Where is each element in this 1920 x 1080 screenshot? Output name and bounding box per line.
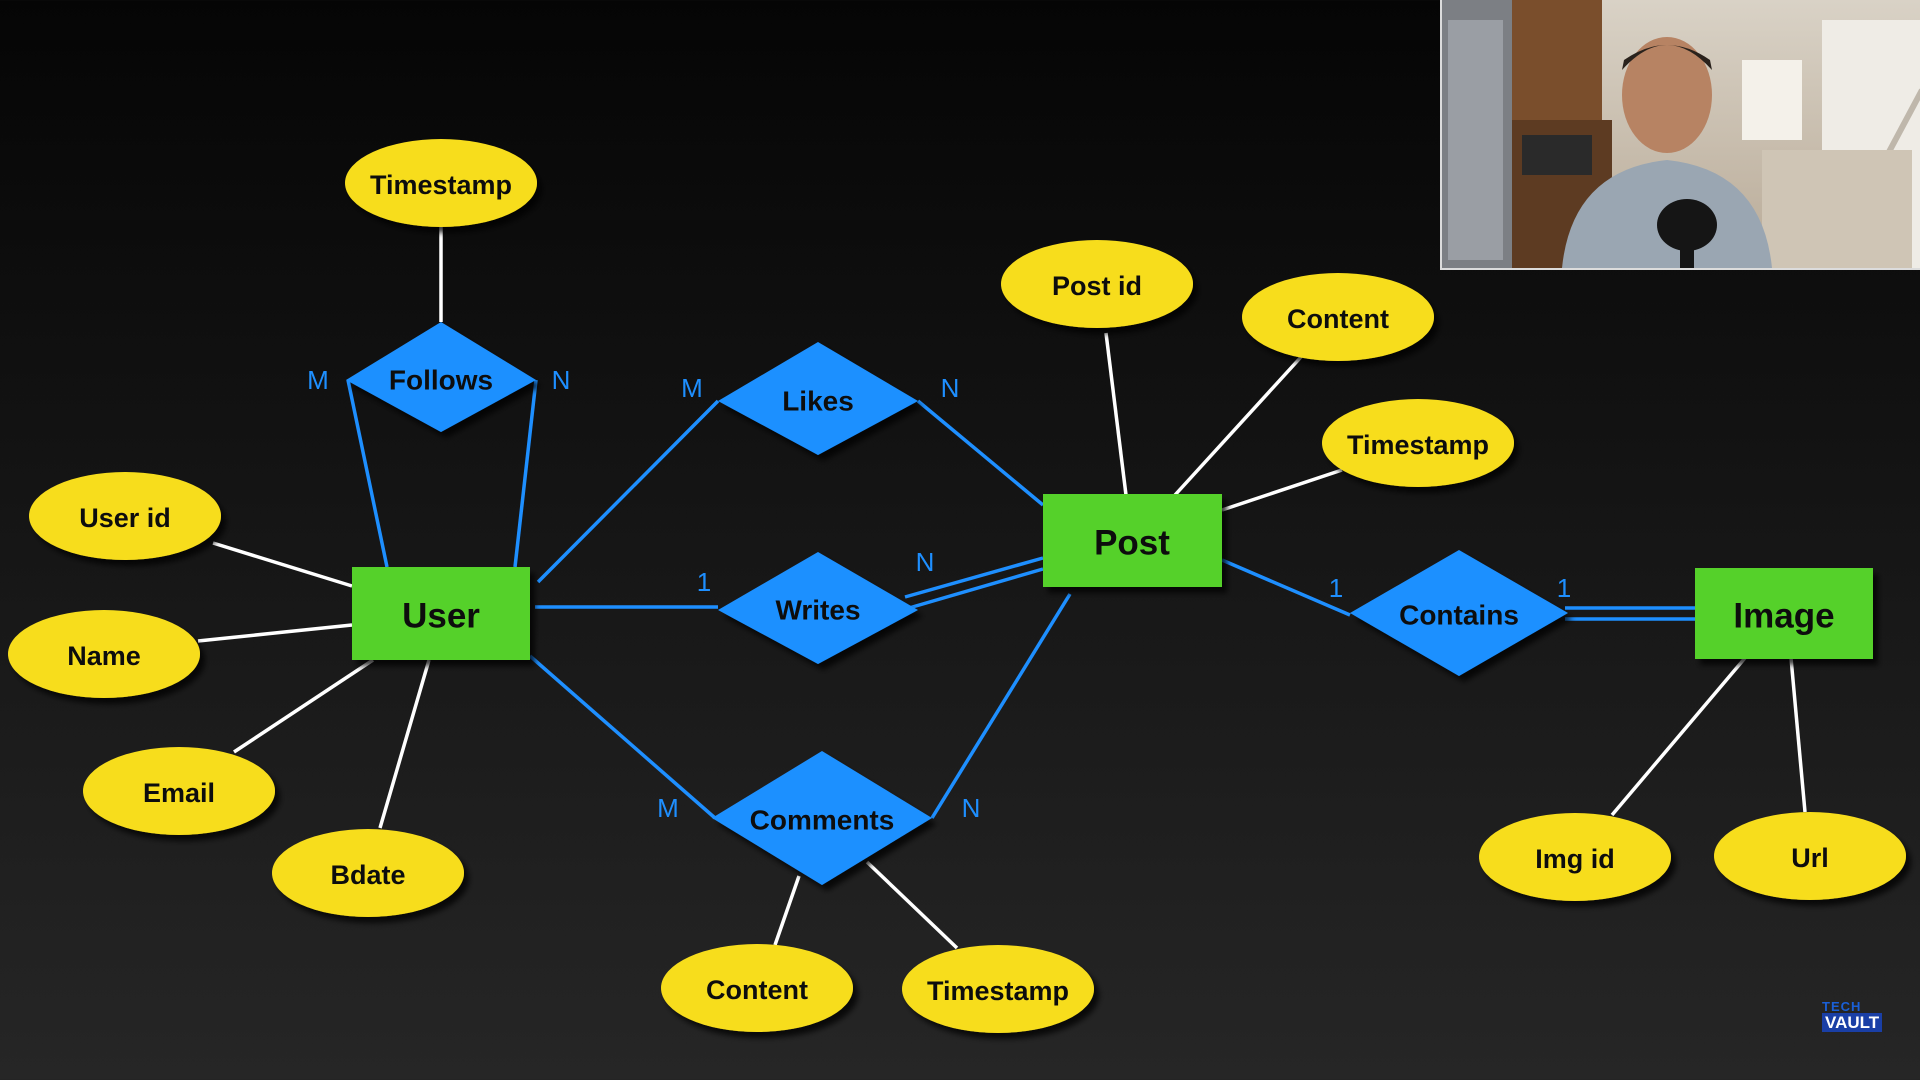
line-comments-post bbox=[930, 593, 1072, 819]
line-user-email bbox=[233, 658, 374, 754]
attribute-follows-timestamp: Timestamp bbox=[345, 139, 537, 227]
line-writes-post-2 bbox=[908, 567, 1044, 610]
cardinality-writes-left: 1 bbox=[697, 567, 711, 597]
line-user-likes bbox=[536, 399, 720, 584]
entity-image-box bbox=[1695, 568, 1873, 659]
relationship-contains-label: Contains bbox=[1399, 600, 1519, 631]
cardinality-writes-right: N bbox=[916, 547, 935, 577]
attribute-user-name-label: Name bbox=[67, 641, 141, 671]
attribute-post-id: Post id bbox=[1001, 240, 1193, 328]
entity-post-box bbox=[1043, 494, 1222, 587]
attribute-post-content: Content bbox=[1242, 273, 1434, 361]
line-user-name bbox=[197, 623, 353, 643]
entity-user: User bbox=[352, 567, 530, 660]
cardinality-likes-right: N bbox=[941, 373, 960, 403]
line-post-contains bbox=[1221, 558, 1351, 617]
line-user-follows-left bbox=[346, 379, 389, 568]
relationship-comments-label: Comments bbox=[750, 805, 895, 836]
cardinality-contains-right: 1 bbox=[1557, 573, 1571, 603]
attribute-post-id-label: Post id bbox=[1052, 271, 1142, 301]
attribute-user-email-ellipse bbox=[83, 747, 275, 835]
cardinality-comments-right: N bbox=[962, 793, 981, 823]
cardinality-contains-left: 1 bbox=[1329, 573, 1343, 603]
attribute-image-id-ellipse bbox=[1479, 813, 1671, 901]
attribute-comment-timestamp-ellipse bbox=[902, 945, 1094, 1033]
entity-user-label: User bbox=[402, 597, 480, 636]
relationship-follows-label: Follows bbox=[389, 365, 493, 396]
line-user-comments bbox=[528, 654, 717, 820]
line-image-url bbox=[1789, 657, 1807, 813]
attribute-user-bdate: Bdate bbox=[272, 829, 464, 917]
line-post-timestamp bbox=[1221, 468, 1343, 512]
entity-post: Post bbox=[1043, 494, 1222, 587]
attribute-comment-timestamp: Timestamp bbox=[902, 945, 1094, 1033]
line-writes-post-1 bbox=[904, 556, 1044, 599]
cardinality-follows-left: M bbox=[307, 365, 329, 395]
attribute-user-id-ellipse bbox=[29, 472, 221, 560]
entity-post-label: Post bbox=[1094, 524, 1170, 563]
line-comments-content bbox=[773, 875, 801, 946]
attribute-post-content-label: Content bbox=[1287, 304, 1389, 334]
attribute-image-url-label: Url bbox=[1791, 843, 1829, 873]
relationship-comments-diamond bbox=[712, 751, 932, 885]
line-post-postid bbox=[1104, 332, 1128, 496]
cardinality-likes-left: M bbox=[681, 373, 703, 403]
attribute-user-id: User id bbox=[29, 472, 221, 560]
attribute-image-url-ellipse bbox=[1714, 812, 1906, 900]
attribute-post-timestamp-label: Timestamp bbox=[1347, 430, 1489, 460]
channel-logo-bottom: VAULT bbox=[1822, 1013, 1883, 1032]
line-user-userid bbox=[212, 541, 353, 588]
presenter-video bbox=[1442, 0, 1920, 268]
line-likes-post bbox=[916, 399, 1045, 507]
relationship-writes-label: Writes bbox=[775, 595, 860, 626]
line-user-bdate bbox=[378, 659, 431, 829]
relationship-follows: Follows bbox=[346, 322, 536, 432]
attribute-post-timestamp-ellipse bbox=[1322, 399, 1514, 487]
relationship-follows-diamond bbox=[346, 322, 536, 432]
attribute-post-id-ellipse bbox=[1001, 240, 1193, 328]
connector-lines bbox=[197, 227, 1807, 950]
relationship-contains: Contains bbox=[1350, 550, 1568, 676]
attribute-user-bdate-ellipse bbox=[272, 829, 464, 917]
relationship-likes: Likes bbox=[718, 342, 918, 455]
attribute-image-id: Img id bbox=[1479, 813, 1671, 901]
cardinality-follows-right: N bbox=[552, 365, 571, 395]
attribute-follows-timestamp-ellipse bbox=[345, 139, 537, 227]
line-post-content bbox=[1173, 355, 1303, 497]
relationship-contains-diamond bbox=[1350, 550, 1568, 676]
line-image-imgid bbox=[1610, 656, 1747, 817]
cardinality-comments-left: M bbox=[657, 793, 679, 823]
attribute-user-email: Email bbox=[83, 747, 275, 835]
line-user-follows-right bbox=[513, 379, 538, 568]
relationship-writes: Writes bbox=[718, 552, 918, 664]
relationship-comments: Comments bbox=[712, 751, 932, 885]
relationship-writes-diamond bbox=[718, 552, 918, 664]
attribute-user-bdate-label: Bdate bbox=[330, 860, 405, 890]
attribute-image-id-label: Img id bbox=[1535, 844, 1615, 874]
relationship-likes-label: Likes bbox=[782, 386, 854, 417]
cardinality-labels: M N M N 1 N M N 1 1 bbox=[307, 365, 1571, 823]
attribute-comment-content-ellipse bbox=[661, 944, 853, 1032]
channel-logo: TECH VAULT bbox=[1822, 1000, 1894, 1032]
attribute-user-email-label: Email bbox=[143, 778, 215, 808]
line-comments-timestamp bbox=[865, 860, 959, 950]
attribute-comment-timestamp-label: Timestamp bbox=[927, 976, 1069, 1006]
attribute-user-name-ellipse bbox=[8, 610, 200, 698]
channel-logo-top: TECH bbox=[1822, 999, 1862, 1014]
entity-image-label: Image bbox=[1733, 597, 1834, 636]
webcam-overlay bbox=[1440, 0, 1920, 270]
entity-image: Image bbox=[1695, 568, 1873, 659]
entity-user-box bbox=[352, 567, 530, 660]
attribute-post-timestamp: Timestamp bbox=[1322, 399, 1514, 487]
attribute-image-url: Url bbox=[1714, 812, 1906, 900]
attribute-follows-timestamp-label: Timestamp bbox=[370, 170, 512, 200]
relationship-likes-diamond bbox=[718, 342, 918, 455]
attribute-user-id-label: User id bbox=[79, 503, 171, 533]
attribute-comment-content: Content bbox=[661, 944, 853, 1032]
attribute-comment-content-label: Content bbox=[706, 975, 808, 1005]
attribute-user-name: Name bbox=[8, 610, 200, 698]
attribute-post-content-ellipse bbox=[1242, 273, 1434, 361]
